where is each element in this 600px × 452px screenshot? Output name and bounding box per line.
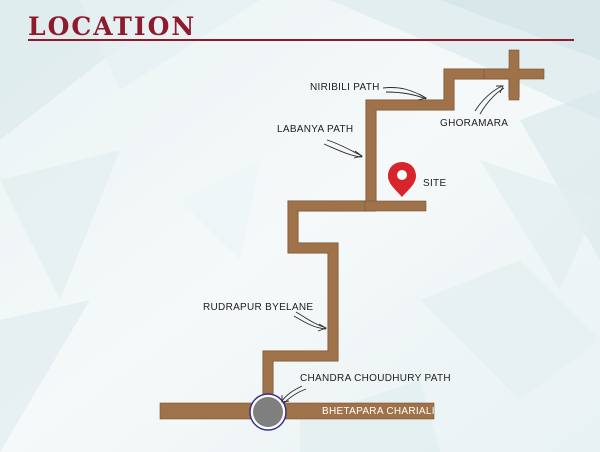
label-bhetapara-chariali: BHETAPARA CHARIALI [322, 406, 435, 417]
label-chandra-choudhury-path: CHANDRA CHOUDHURY PATH [300, 373, 451, 384]
roundabout-icon [249, 393, 287, 431]
road-bhetapara-chariali [159, 402, 435, 420]
label-site: SITE [423, 178, 447, 189]
label-pointer-arrows [281, 85, 505, 404]
label-rudrapur-byelane: RUDRAPUR BYELANE [203, 302, 314, 313]
chandra-arrow-icon [281, 385, 303, 402]
rudrapur-arrow-icon [295, 311, 327, 329]
label-ghoramara: GHORAMARA [440, 118, 509, 129]
title-underline [28, 39, 574, 41]
labanya-arrow-icon [326, 139, 363, 157]
label-labanya-path: LABANYA PATH [277, 124, 354, 135]
page-title: LOCATION [28, 12, 197, 41]
ghoramara-arrow-icon [474, 85, 503, 112]
label-niribili-path: NIRIBILI PATH [310, 82, 380, 93]
map-pin-icon [388, 162, 416, 197]
road-site-spur [364, 200, 427, 212]
